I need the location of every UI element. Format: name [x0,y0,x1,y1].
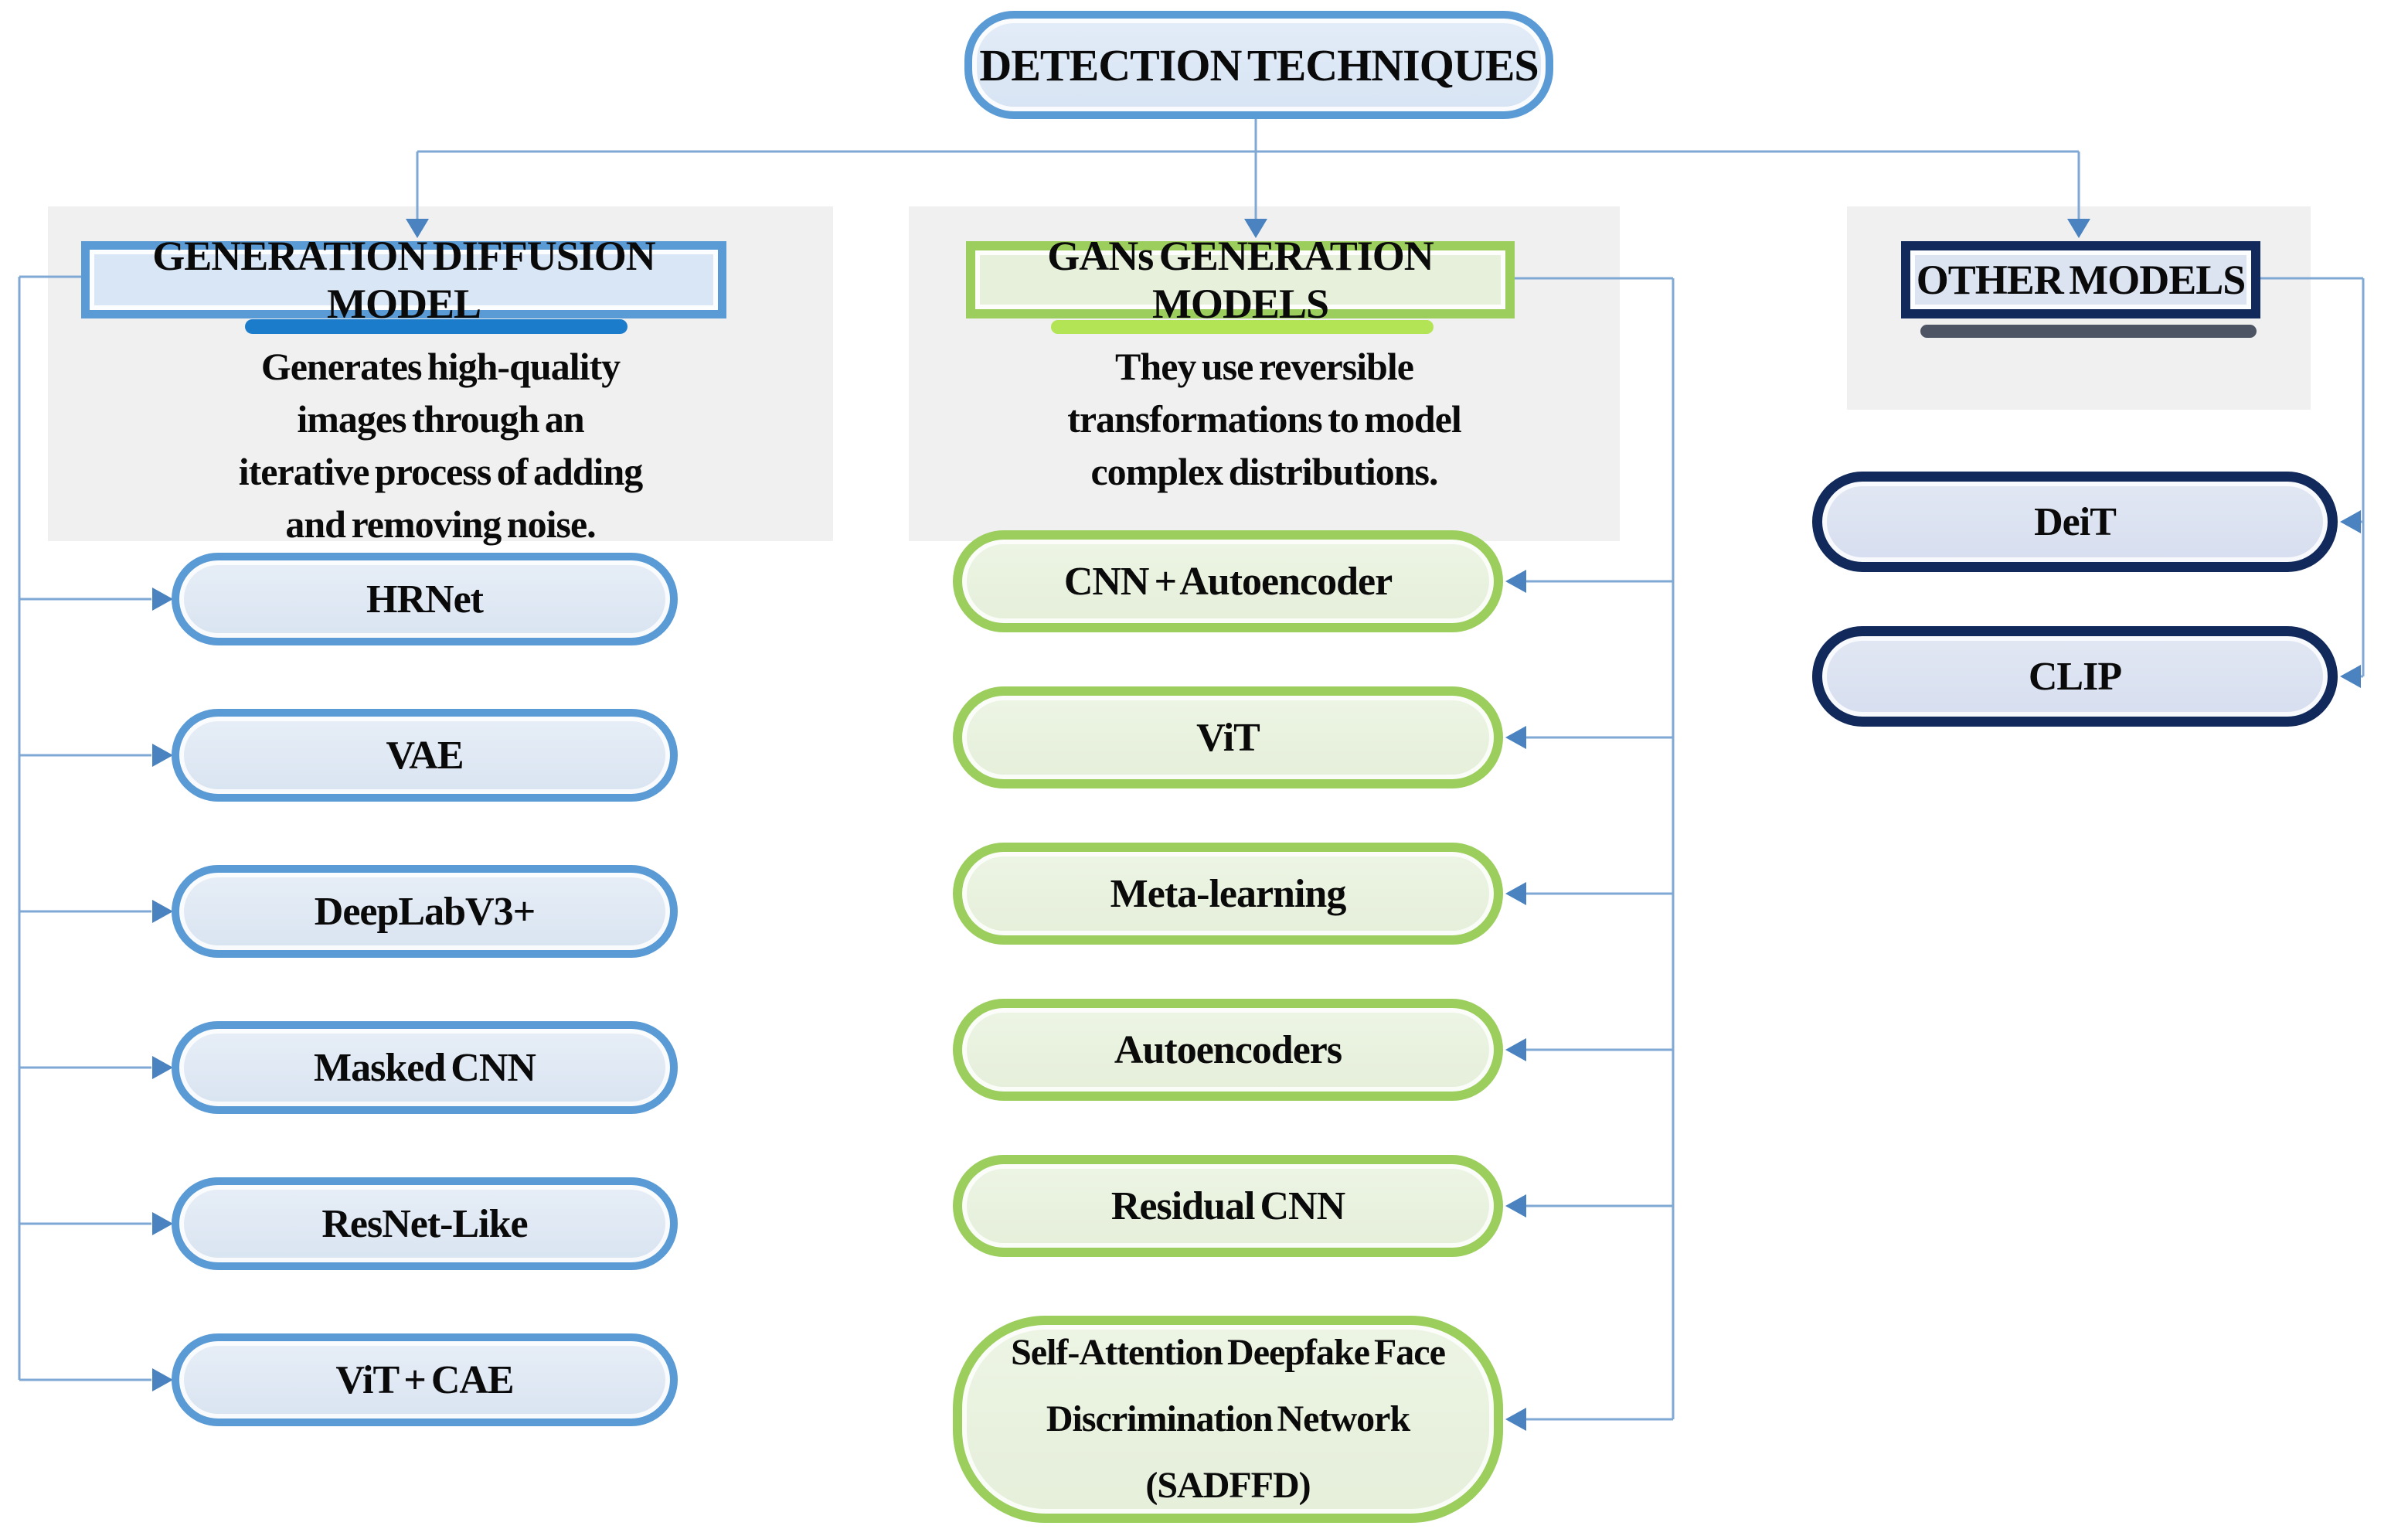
header-other-models: OTHER MODELS [1901,241,2260,318]
model-node-vit-cae: ViT + CAE [172,1333,678,1426]
header-label: GENERATION DIFFUSION MODEL [152,233,656,327]
header-label: GANs GENERATION MODELS [1047,233,1434,327]
header-label: OTHER MODELS [1916,257,2246,303]
model-node-label: Residual CNN [1110,1184,1345,1228]
underline-diffusion [245,319,628,334]
model-node-deeplabv3: DeepLabV3+ [172,865,678,958]
description-line: They use reversible [1115,345,1414,388]
model-node-cnn-autoencoder: CNN + Autoencoder [953,530,1503,632]
model-node-label: ViT [1196,715,1260,760]
header-gans-generation-models: GANs GENERATION MODELS [966,233,1515,327]
model-node-label: ViT + CAE [335,1357,514,1402]
root-node-label: DETECTION TECHNIQUES [979,39,1539,90]
model-node-meta-learning: Meta-learning [953,843,1503,945]
model-node-autoencoders: Autoencoders [953,999,1503,1101]
model-node-label: ResNet-Like [321,1201,528,1246]
model-node-masked-cnn: Masked CNN [172,1021,678,1114]
model-node-label: DeiT [2034,499,2117,544]
description-line: Generates high-quality [260,345,621,388]
model-node-label: CLIP [2028,654,2122,699]
description-line: transformations to model [1067,397,1462,441]
description-diffusion: Generates high-quality images through an… [48,340,833,550]
description-gans: They use reversible transformations to m… [909,340,1620,498]
model-node-resnet-like: ResNet-Like [172,1177,678,1270]
model-node-label-line: Self-Attention Deepfake Face [1011,1332,1446,1373]
underline-other [1920,325,2257,338]
model-node-vit: ViT [953,686,1503,788]
model-node-label: Meta-learning [1110,871,1347,916]
model-node-label: Masked CNN [314,1045,536,1090]
description-line: iterative process of adding [238,450,644,493]
description-line: and removing noise. [285,502,596,546]
model-node-label-line: Discrimination Network [1046,1398,1410,1439]
model-node-label: DeepLabV3+ [314,889,536,934]
model-node-label: HRNet [366,577,484,622]
model-node-label: VAE [386,733,464,778]
header-generation-diffusion-model: GENERATION DIFFUSION MODEL [81,233,726,327]
description-line: complex distributions. [1090,450,1438,493]
model-node-label: CNN + Autoencoder [1063,559,1393,604]
model-node-hrnet: HRNet [172,553,678,645]
model-node-deit: DeiT [1812,472,2338,572]
model-node-residual-cnn: Residual CNN [953,1155,1503,1257]
underline-gans [1051,320,1434,334]
model-node-vae: VAE [172,709,678,802]
root-node-detection-techniques: DETECTION TECHNIQUES [964,11,1553,119]
description-line: images through an [297,397,584,441]
model-node-label-line: (SADFFD) [1145,1465,1311,1506]
model-node-clip: CLIP [1812,626,2338,727]
model-node-label: Autoencoders [1114,1027,1342,1072]
